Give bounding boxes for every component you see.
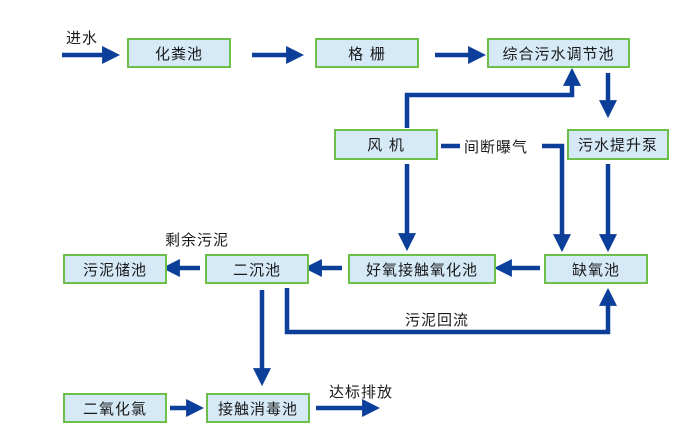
discharge-label: 达标排放 [329, 383, 394, 401]
equalization-tank-box: 综合污水调节池 [487, 38, 630, 68]
septic-tank-box: 化粪池 [127, 38, 231, 68]
anoxic-tank-box: 缺氧池 [544, 254, 648, 284]
blower-box: 风 机 [334, 129, 438, 160]
arrow-aeration-to-anoxic [542, 143, 571, 253]
contact-disinfection-box: 接触消毒池 [206, 393, 310, 423]
chlorine-dioxide-box: 二氧化氯 [63, 393, 167, 423]
influent-label: 进水 [66, 29, 99, 47]
grille-box: 格 栅 [315, 38, 419, 68]
intermittent-aeration-label: 间断曝气 [464, 138, 529, 156]
sludge-storage-box: 污泥储池 [63, 254, 167, 284]
arrow-blower-to-equalization [404, 67, 581, 128]
excess-sludge-label: 剩余污泥 [165, 231, 230, 249]
aerobic-contact-oxidation-box: 好氧接触氧化池 [348, 254, 496, 284]
secondary-clarifier-box: 二沉池 [205, 254, 309, 284]
lift-pump-box: 污水提升泵 [567, 129, 669, 160]
arrow-sludge-return [284, 287, 617, 335]
sludge-return-label: 污泥回流 [405, 311, 470, 329]
